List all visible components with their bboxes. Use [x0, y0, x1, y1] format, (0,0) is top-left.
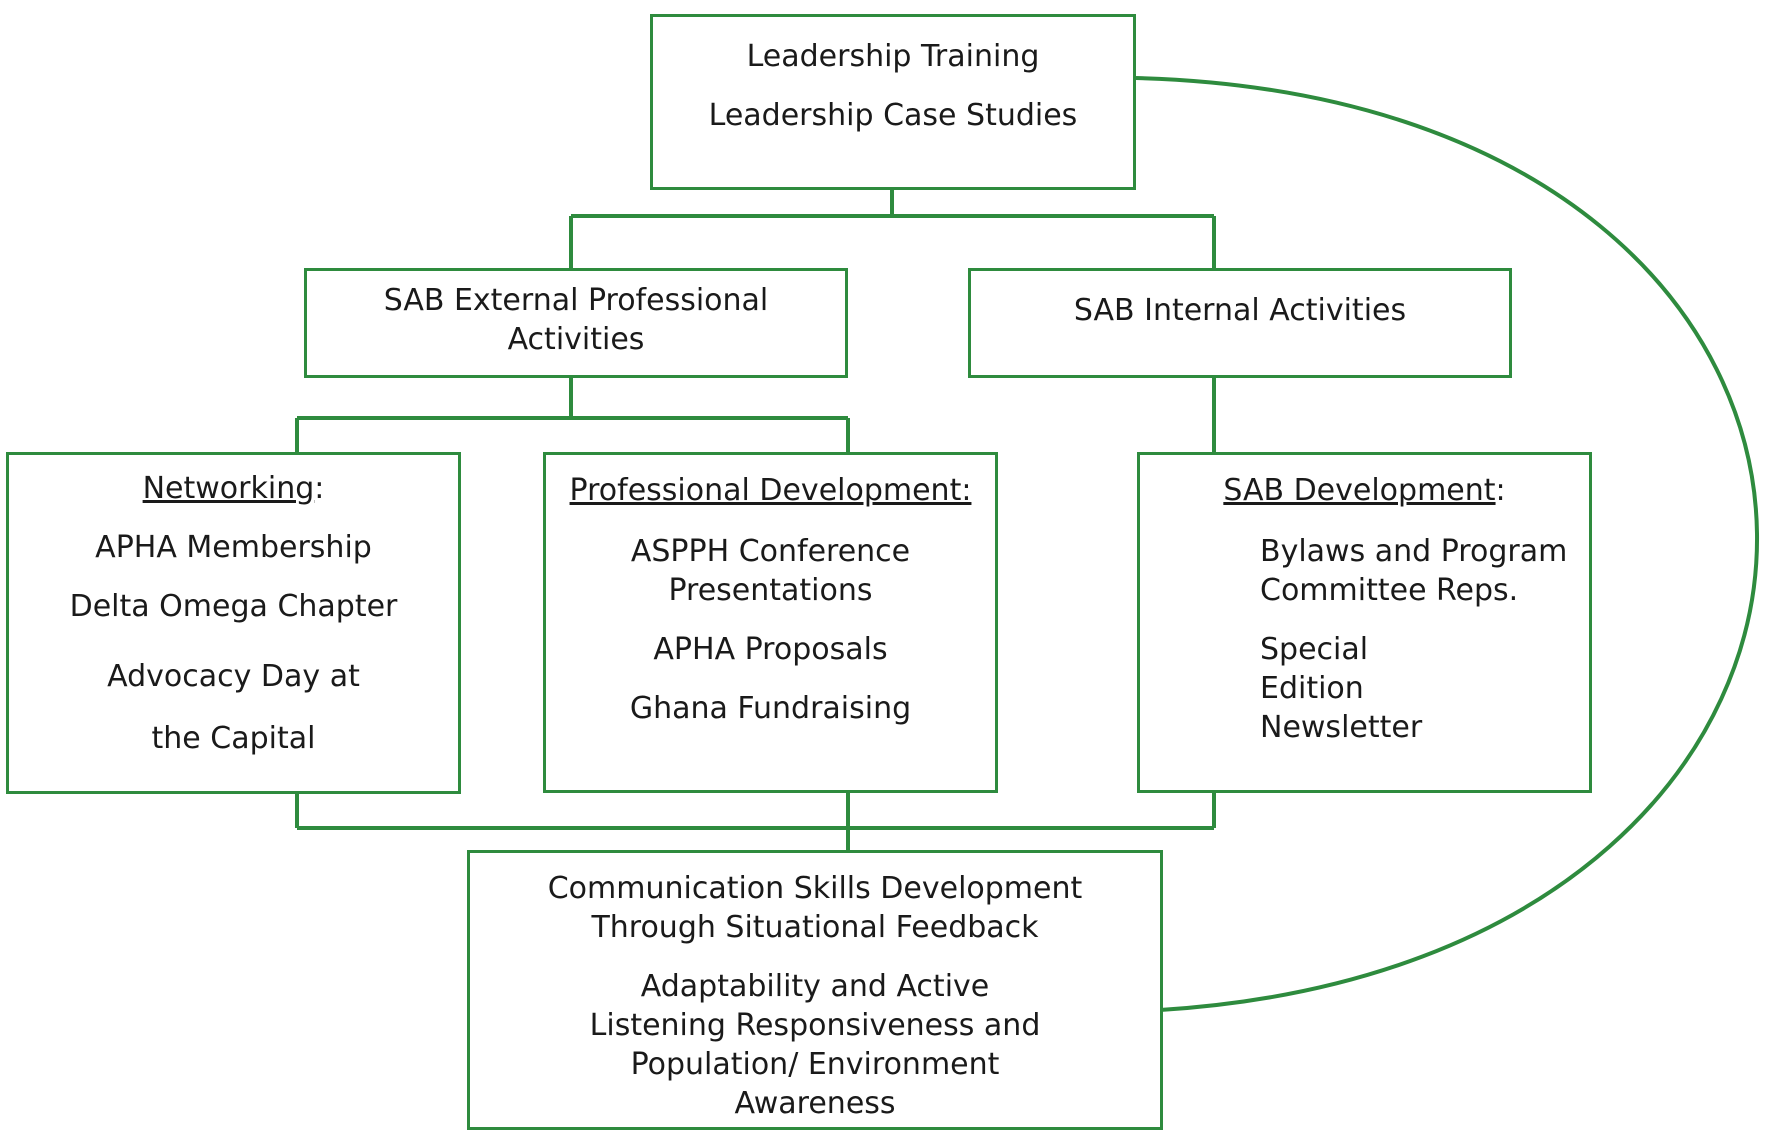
sab-external-activities-label: SAB External Professional Activities [383, 283, 769, 357]
sab-development-item: Special Edition Newsletter [1260, 632, 1423, 745]
professional-item: Ghana Fundraising [629, 691, 912, 726]
leadership-training-box: Leadership Training Leadership Case Stud… [650, 14, 1136, 190]
professional-item: APHA Proposals [653, 632, 888, 667]
professional-development-box: Professional Development: ASPPH Conferen… [543, 452, 998, 793]
leadership-case-studies-label: Leadership Case Studies [708, 98, 1078, 133]
sab-development-box: SAB Development: Bylaws and Program Comm… [1137, 452, 1592, 793]
networking-heading-text: Networking [142, 471, 315, 506]
feedback-curve [1135, 76, 1759, 1012]
sab-development-heading-text: SAB Development [1223, 473, 1496, 508]
networking-heading-colon: : [314, 471, 325, 506]
communication-skills-title: Communication Skills Development Through… [547, 871, 1083, 945]
professional-development-heading: Professional Development: [569, 473, 972, 508]
leadership-training-label: Leadership Training [746, 39, 1040, 74]
sab-development-heading-colon: : [1495, 473, 1506, 508]
networking-item: Advocacy Day at the Capital [107, 659, 360, 756]
sab-external-activities-box: SAB External Professional Activities [304, 268, 848, 378]
communication-skills-item: Adaptability and Active Listening Respon… [589, 969, 1041, 1121]
networking-item: APHA Membership [95, 530, 372, 565]
sab-development-heading: SAB Development: [1140, 471, 1589, 510]
networking-box: Networking: APHA Membership Delta Omega … [6, 452, 461, 794]
professional-item: ASPPH Conference Presentations [630, 534, 911, 608]
sab-internal-activities-label: SAB Internal Activities [1073, 293, 1407, 328]
sab-development-item: Bylaws and Program Committee Reps. [1260, 534, 1568, 608]
networking-heading: Networking: [9, 469, 458, 508]
communication-skills-box: Communication Skills Development Through… [467, 850, 1163, 1130]
sab-internal-activities-box: SAB Internal Activities [968, 268, 1512, 378]
networking-item: Delta Omega Chapter [69, 589, 398, 624]
